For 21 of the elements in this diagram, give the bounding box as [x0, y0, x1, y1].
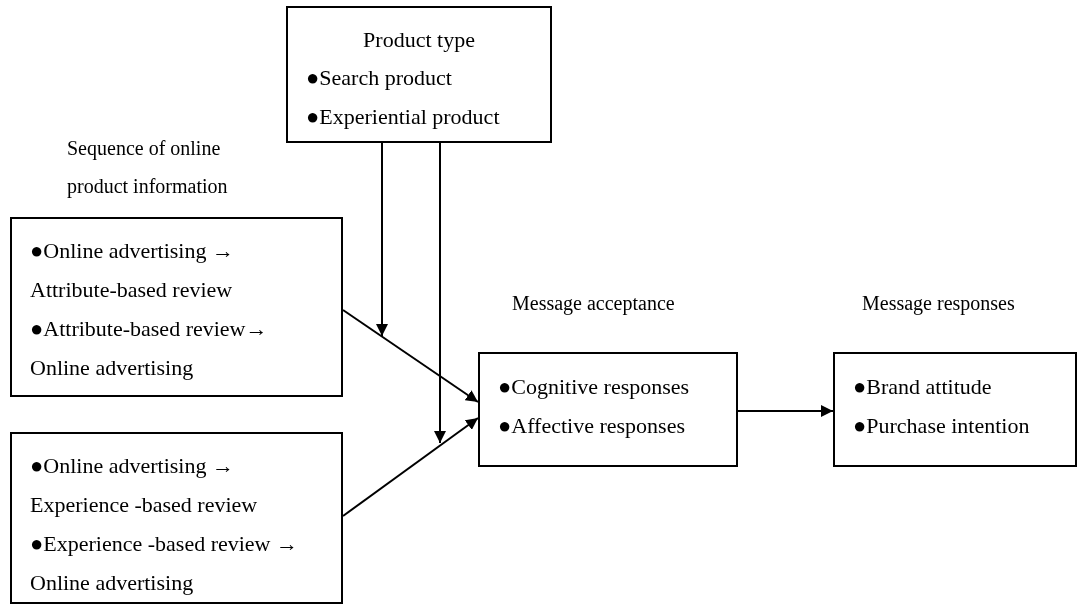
text-box — [286, 6, 552, 143]
list-item: ●Attribute-based review→ Online advertising — [30, 315, 269, 382]
heading: Sequence of online product information — [67, 136, 229, 200]
list-item: ●Experiential product — [306, 103, 501, 131]
list-item: ●Purchase intention — [853, 412, 1031, 440]
arrow — [737, 405, 834, 417]
list-item: ●Online advertising → Experience -based review — [30, 452, 259, 519]
list-item: ●Cognitive responses — [498, 373, 691, 401]
heading: Message acceptance — [512, 291, 676, 317]
text-box — [10, 432, 343, 604]
list-item: ●Experience -based review → Online advertising — [30, 530, 299, 597]
list-item: ●Affective responses — [498, 412, 686, 440]
arrow — [376, 142, 388, 337]
arrow — [434, 142, 446, 444]
heading: Message responses — [862, 291, 1016, 317]
arrow — [342, 309, 479, 403]
heading: Product type — [362, 26, 476, 54]
list-item: ●Search product — [306, 64, 453, 92]
arrow — [342, 417, 479, 517]
list-item: ●Online advertising → Attribute-based review — [30, 237, 235, 304]
list-item: ●Brand attitude — [853, 373, 993, 401]
